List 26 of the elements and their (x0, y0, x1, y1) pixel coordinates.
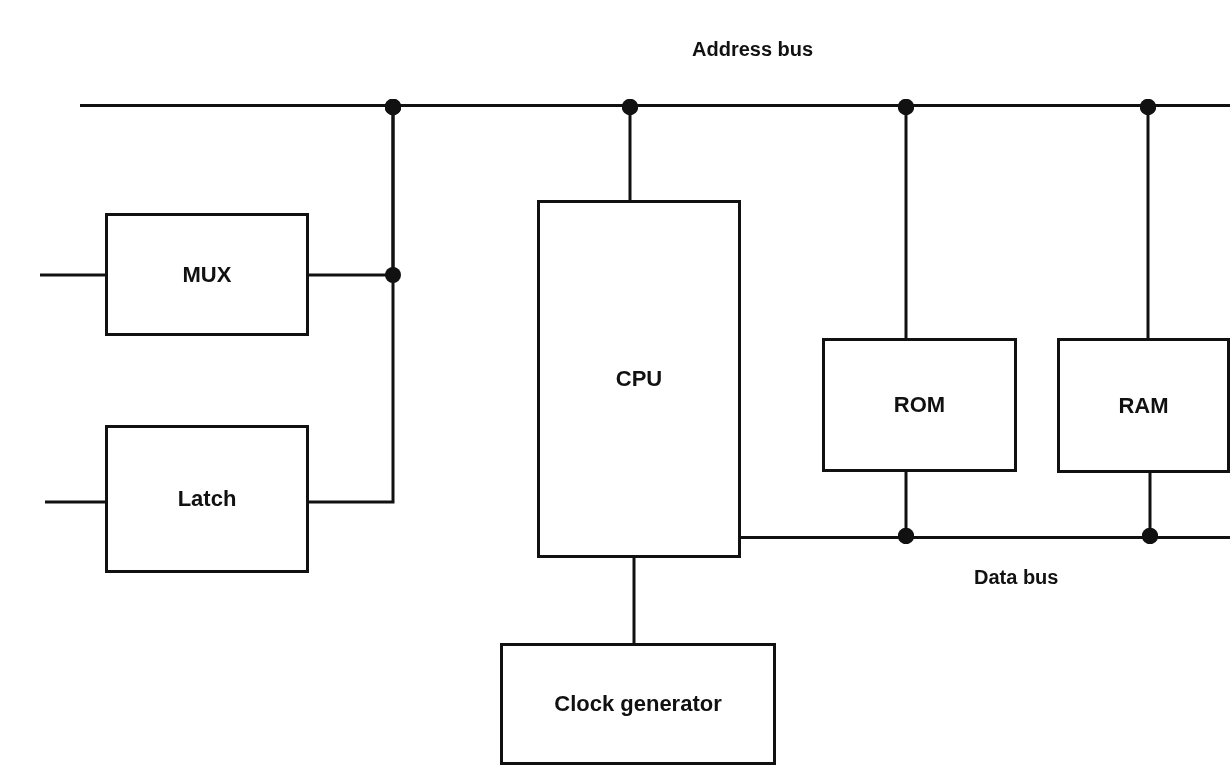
bus-label: Address bus (692, 38, 814, 61)
block-label: Clock generator (553, 690, 723, 719)
connector-line (897, 472, 915, 545)
bus-line (80, 104, 1230, 107)
block-label: RAM (1117, 391, 1170, 420)
block-box (537, 200, 741, 558)
block-label: ROM (892, 391, 947, 420)
connector-line (1141, 473, 1159, 545)
block-label: CPU (614, 365, 664, 394)
connector-line (309, 98, 402, 504)
bus-label: Data bus (974, 566, 1059, 589)
connector-line (1139, 98, 1157, 338)
block-label: MUX (181, 260, 233, 289)
bus-line (760, 536, 1230, 539)
block-box (1057, 338, 1230, 473)
block-box (500, 643, 776, 765)
block-box (822, 338, 1017, 472)
connector-line (741, 536, 760, 539)
connector-line (40, 273, 105, 277)
connector-line (897, 98, 915, 338)
connector-line (632, 558, 636, 643)
connector-line (45, 500, 105, 504)
block-label: Latch (176, 485, 238, 514)
block-box (105, 213, 309, 336)
block-box (105, 425, 309, 573)
connector-line (621, 98, 639, 200)
